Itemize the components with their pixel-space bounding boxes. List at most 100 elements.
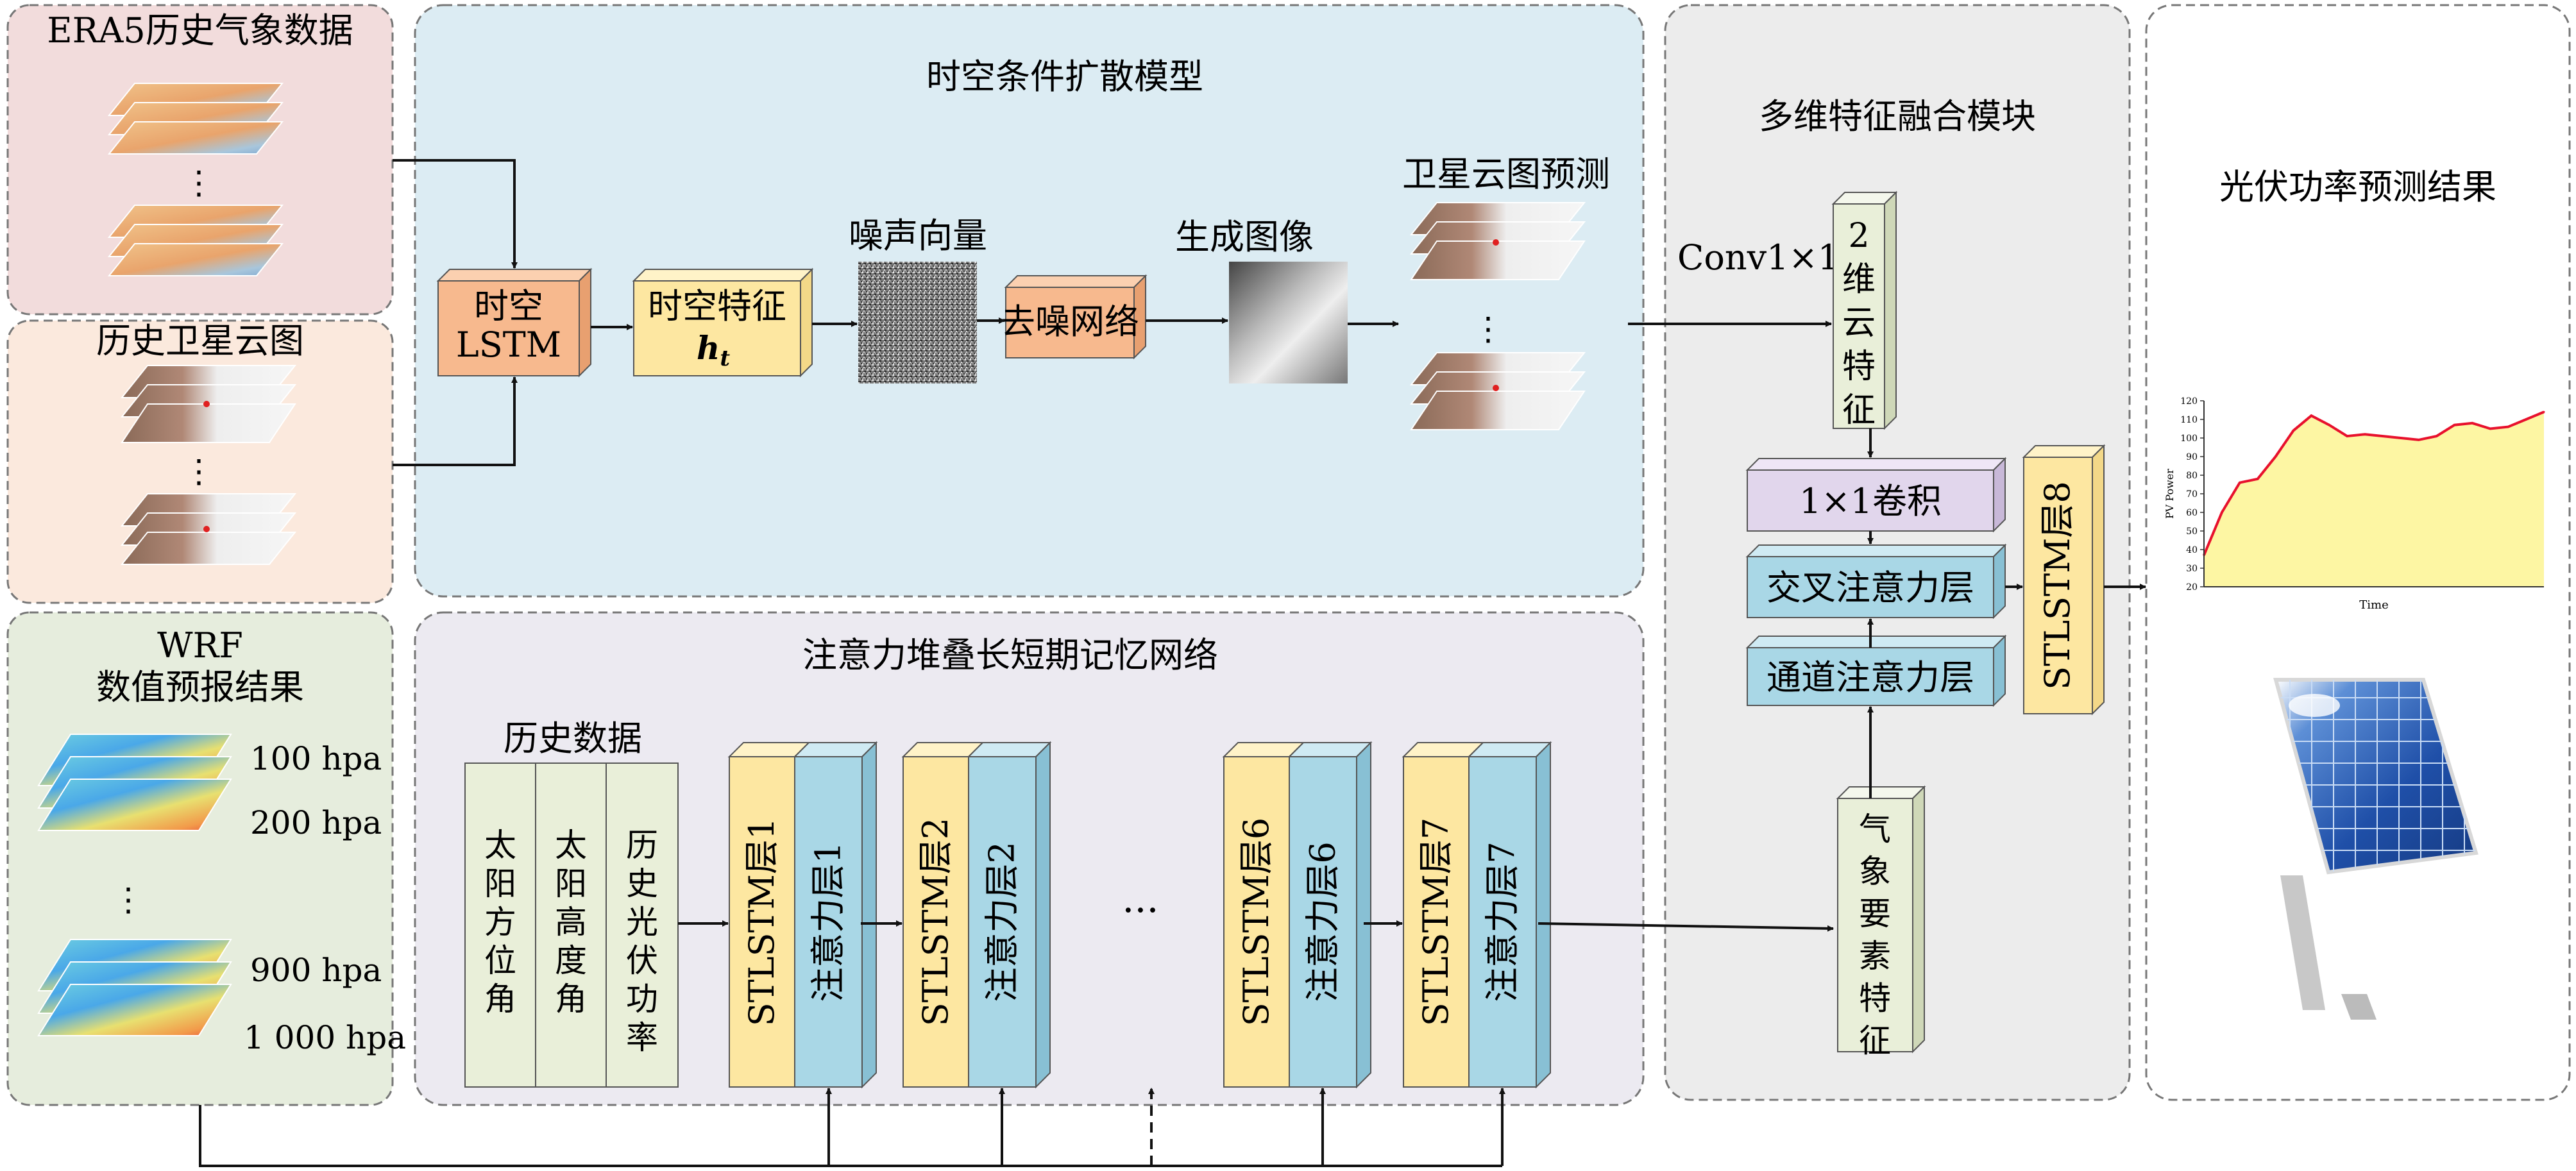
- noise-vector-image: [858, 262, 977, 383]
- chart-y-tick-label: 30: [2186, 564, 2198, 574]
- stlstm8-label: STLSTM层8: [2037, 481, 2078, 690]
- history-column-1: 太阳高度角: [555, 827, 587, 1018]
- cloud-feature-block: [1831, 190, 1898, 430]
- chart-y-tick-label: 120: [2180, 396, 2198, 407]
- layer-pair: STLSTM层6 注意力层6: [1222, 741, 1373, 1089]
- attention-layer-label: 注意力层1: [808, 841, 849, 1002]
- wrf-level-900: 900 hpa: [250, 952, 382, 989]
- satellite-panel: [6, 319, 394, 604]
- chart-y-tick-label: 60: [2186, 508, 2198, 518]
- layer-pair: STLSTM层7 注意力层7: [1402, 741, 1552, 1089]
- satellite-ellipsis: ⋮: [183, 453, 215, 490]
- cross-attention-block: [1745, 543, 2007, 619]
- channel-attention-label: 通道注意力层: [1767, 657, 1974, 698]
- weather-feature-text: 气象要素特征: [1859, 811, 1891, 1059]
- chart-data-point: [2543, 410, 2545, 413]
- satellite-image-stack-bottom: [120, 493, 297, 565]
- history-column-label: 历史光伏功率: [626, 827, 658, 1056]
- era5-map-stack-bottom: [107, 205, 284, 276]
- history-column-0: 太阳方位角: [484, 827, 516, 1018]
- wrf-title-line1: WRF: [157, 625, 243, 666]
- cross-attention-label: 交叉注意力层: [1767, 568, 1974, 608]
- chart-data-point: [2239, 482, 2241, 484]
- era5-ellipsis: ⋮: [183, 164, 215, 201]
- era5-title: ERA5历史气象数据: [47, 10, 353, 51]
- wrf-map-stack-bottom: [37, 939, 232, 1036]
- solar-panel-icon: [2273, 678, 2479, 1020]
- chart-data-point: [2275, 455, 2277, 458]
- chart-data-point: [2364, 433, 2366, 435]
- chart-y-tick-label: 100: [2180, 434, 2198, 444]
- wrf-level-200: 200 hpa: [250, 804, 382, 841]
- attention-layer-label: 注意力层7: [1482, 841, 1523, 1002]
- wrf-ellipsis: ⋮: [112, 881, 144, 918]
- history-table: [464, 762, 679, 1088]
- chart-data-point: [2346, 435, 2348, 437]
- history-column-2: 历史光伏功率: [626, 827, 658, 1056]
- chart-y-tick-label: 50: [2186, 527, 2198, 537]
- wrf-title-line2: 数值预报结果: [96, 667, 304, 707]
- history-column-label: 太阳高度角: [555, 827, 587, 1018]
- generate-label: 生成图像: [1175, 217, 1314, 257]
- diffusion-title: 时空条件扩散模型: [926, 56, 1203, 97]
- satellite-title: 历史卫星云图: [96, 321, 304, 361]
- chart-x-label: Time: [2359, 598, 2388, 612]
- forecast-image-stack-bottom: [1409, 352, 1586, 430]
- fusion-title: 多维特征融合模块: [1759, 96, 2036, 137]
- forecast-label: 卫星云图预测: [1402, 154, 1610, 194]
- denoise-network-block: [1004, 274, 1148, 360]
- layer-pair: STLSTM层1 注意力层1: [727, 741, 878, 1089]
- conv-label: Conv1×1: [1677, 237, 1840, 278]
- chart-area-fill: [2204, 412, 2544, 587]
- stlstm-layer-label: STLSTM层1: [741, 818, 782, 1027]
- wrf-map-stack-top: [37, 734, 232, 831]
- satellite-image-stack-top: [120, 365, 297, 443]
- chart-data-point: [2382, 435, 2384, 437]
- generated-cloud-image: [1229, 262, 1348, 383]
- chart-data-point: [2292, 429, 2294, 432]
- chart-y-tick-label: 90: [2186, 452, 2198, 462]
- attention-layer-label: 注意力层6: [1303, 841, 1343, 1002]
- stlstm-layer-label: STLSTM层2: [915, 818, 956, 1027]
- forecast-image-stack-top: [1409, 202, 1586, 280]
- result-title: 光伏功率预测结果: [2219, 167, 2496, 207]
- chart-data-point: [2418, 439, 2420, 441]
- chart-y-label: PV Power: [2164, 469, 2176, 519]
- forecast-ellipsis: ⋮: [1472, 310, 1504, 348]
- stlstm8-block: [2022, 444, 2106, 716]
- chart-y-tick-label: 20: [2186, 582, 2198, 593]
- chart-y-tick-label: 110: [2180, 415, 2198, 425]
- era5-map-stack-top: [107, 83, 284, 155]
- chart-y-tick-label: 70: [2186, 489, 2198, 500]
- conv-1x1-label: 1×1卷积: [1799, 481, 1942, 521]
- noise-label: 噪声向量: [849, 215, 987, 256]
- stlstm-layer-label: STLSTM层6: [1236, 818, 1276, 1027]
- chart-y-tick-label: 80: [2186, 471, 2198, 481]
- chart-data-point: [2525, 418, 2527, 421]
- chart-y-tick-label: 40: [2186, 545, 2198, 555]
- stlstm-layer-label: STLSTM层7: [1416, 818, 1456, 1027]
- st-lstm-label-1: 时空: [474, 286, 543, 326]
- st-feature-block: [632, 267, 814, 378]
- st-lstm-label-2: LSTM: [456, 324, 561, 365]
- chart-data-point: [2436, 435, 2438, 437]
- lstm-net-title: 注意力堆叠长短期记忆网络: [802, 635, 1218, 675]
- diffusion-arrows: [393, 159, 1832, 466]
- wrf-level-1000: 1 000 hpa: [244, 1019, 406, 1056]
- chart-data-point: [2507, 426, 2509, 428]
- history-column-label: 太阳方位角: [484, 827, 516, 1018]
- conv-1x1-block: [1745, 457, 2007, 533]
- chart-data-point: [2471, 422, 2473, 425]
- weather-feature-block: [1836, 785, 1926, 1054]
- st-lstm-block: [436, 267, 593, 378]
- st-feature-symbol: ht: [697, 329, 730, 371]
- chart-data-point: [2310, 414, 2312, 417]
- lstm-arrows: [199, 920, 1834, 1167]
- layers-ellipsis: ···: [1122, 888, 1158, 933]
- chart-data-point: [2221, 511, 2223, 514]
- st-feature-label: 时空特征: [648, 286, 786, 326]
